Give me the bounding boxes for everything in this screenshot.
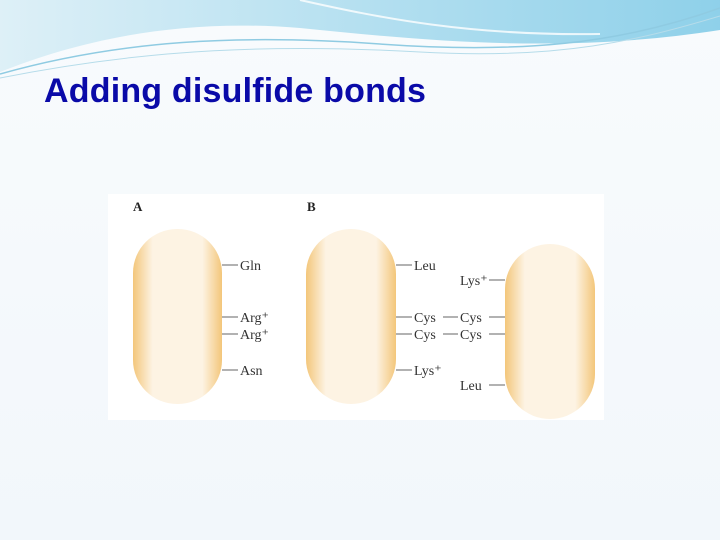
residue-bl-leu: Leu — [414, 259, 436, 274]
header-swoosh-decoration — [0, 0, 720, 79]
slide-title: Adding disulfide bonds — [44, 72, 427, 110]
residue-br-leu: Leu — [460, 379, 482, 394]
residue-br-cys-1: Cys — [460, 311, 482, 326]
residue-a-arg-2: Arg⁺ — [240, 328, 269, 343]
residue-bl-cys-2: Cys — [414, 328, 436, 343]
protein-diagram-figure: A Gln Arg⁺ Arg⁺ Asn B Leu Cys Cys Lys⁺ L… — [108, 194, 604, 420]
residue-a-asn: Asn — [240, 364, 263, 379]
protein-b-right-capsule — [505, 244, 595, 419]
residue-a-gln: Gln — [240, 259, 261, 274]
protein-b-left-capsule — [306, 229, 396, 404]
protein-a-capsule — [133, 229, 222, 404]
residue-bl-lys: Lys⁺ — [414, 364, 442, 379]
panel-b-letter: B — [307, 199, 316, 214]
panel-a-letter: A — [133, 199, 143, 214]
residue-bl-cys-1: Cys — [414, 311, 436, 326]
residue-br-cys-2: Cys — [460, 328, 482, 343]
residue-br-lys: Lys⁺ — [460, 274, 488, 289]
residue-a-arg-1: Arg⁺ — [240, 311, 269, 326]
protein-diagram: A Gln Arg⁺ Arg⁺ Asn B Leu Cys Cys Lys⁺ L… — [133, 199, 595, 419]
